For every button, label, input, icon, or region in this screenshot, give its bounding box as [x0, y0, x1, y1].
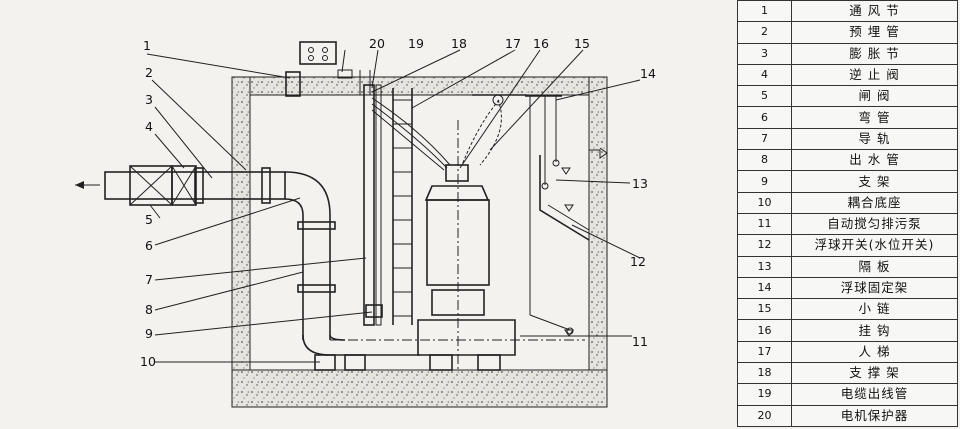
callout-3: 3 [145, 92, 153, 107]
legend-number: 7 [737, 127, 792, 151]
legend-part-name: 支 架 [791, 170, 958, 193]
legend-number: 6 [737, 106, 792, 129]
legend-number: 18 [737, 362, 792, 385]
legend-part-name: 弯 管 [791, 106, 958, 129]
legend-part-name: 挂 钩 [791, 319, 958, 342]
legend-number: 1 [737, 0, 792, 23]
concrete-pit [231, 76, 608, 408]
callout-20: 20 [369, 36, 385, 51]
callout-11: 11 [632, 334, 648, 349]
legend-part-name: 支 撑 架 [791, 362, 958, 385]
legend-number: 14 [737, 276, 792, 300]
legend-number: 8 [737, 149, 792, 172]
legend-number: 16 [737, 319, 792, 342]
legend-number: 11 [737, 212, 792, 236]
check-valve [171, 165, 197, 206]
callout-2: 2 [145, 65, 153, 80]
legend-part-name: 浮球固定架 [791, 276, 958, 300]
legend-number: 19 [737, 383, 792, 406]
callout-19: 19 [408, 36, 424, 51]
legend-part-name: 自动搅匀排污泵 [791, 212, 958, 236]
legend-number: 20 [737, 404, 792, 428]
leader-lines [146, 49, 641, 363]
legend-number: 2 [737, 21, 792, 44]
legend-part-name: 预 埋 管 [791, 21, 958, 44]
legend-number: 9 [737, 170, 792, 193]
legend-part-name: 浮球开关(水位开关) [791, 234, 958, 257]
callout-5: 5 [145, 212, 153, 227]
legend-part-name: 电缆出线管 [791, 383, 958, 406]
callout-13: 13 [632, 176, 648, 191]
legend-part-name: 出 水 管 [791, 149, 958, 172]
legend-number: 17 [737, 340, 792, 364]
callout-7: 7 [145, 272, 153, 287]
callout-6: 6 [145, 238, 153, 253]
cables-and-chain [371, 94, 526, 171]
legend-number: 3 [737, 42, 792, 65]
submersible-pump [330, 120, 585, 370]
legend-part-name: 闸 阀 [791, 85, 958, 108]
motor-protector [299, 41, 371, 95]
legend-number: 15 [737, 298, 792, 321]
callout-1: 1 [143, 38, 151, 53]
legend-number: 10 [737, 191, 792, 214]
callout-16: 16 [533, 36, 549, 51]
pump-station-diagram: 1 2 3 4 5 6 7 8 9 10 11 12 13 14 15 16 1… [75, 36, 656, 408]
callout-14: 14 [640, 66, 656, 81]
legend-part-name: 膨 胀 节 [791, 42, 958, 65]
legend-part-name: 通 风 节 [791, 0, 958, 23]
legend-part-name: 人 梯 [791, 340, 958, 364]
callout-4: 4 [145, 119, 153, 134]
legend-number: 4 [737, 63, 792, 87]
callout-10: 10 [140, 354, 156, 369]
callout-18: 18 [451, 36, 467, 51]
legend-part-name: 小 链 [791, 298, 958, 321]
outlet-pipeline [75, 71, 420, 356]
callout-12: 12 [630, 254, 646, 269]
callout-8: 8 [145, 302, 153, 317]
legend-number: 12 [737, 234, 792, 257]
legend-part-name: 导 轨 [791, 127, 958, 151]
callout-9: 9 [145, 326, 153, 341]
callout-labels: 1 2 3 4 5 6 7 8 9 10 11 12 13 14 15 16 1… [140, 36, 656, 369]
float-switch-assembly [525, 95, 608, 337]
legend-number: 13 [737, 255, 792, 278]
legend-number: 5 [737, 85, 792, 108]
callout-15: 15 [574, 36, 590, 51]
legend-part-name: 逆 止 阀 [791, 63, 958, 87]
guide-rail [363, 84, 382, 326]
callout-17: 17 [505, 36, 521, 51]
legend-part-name: 耦合底座 [791, 191, 958, 214]
legend-part-name: 电机保护器 [791, 404, 958, 428]
legend-part-name: 隔 板 [791, 255, 958, 278]
